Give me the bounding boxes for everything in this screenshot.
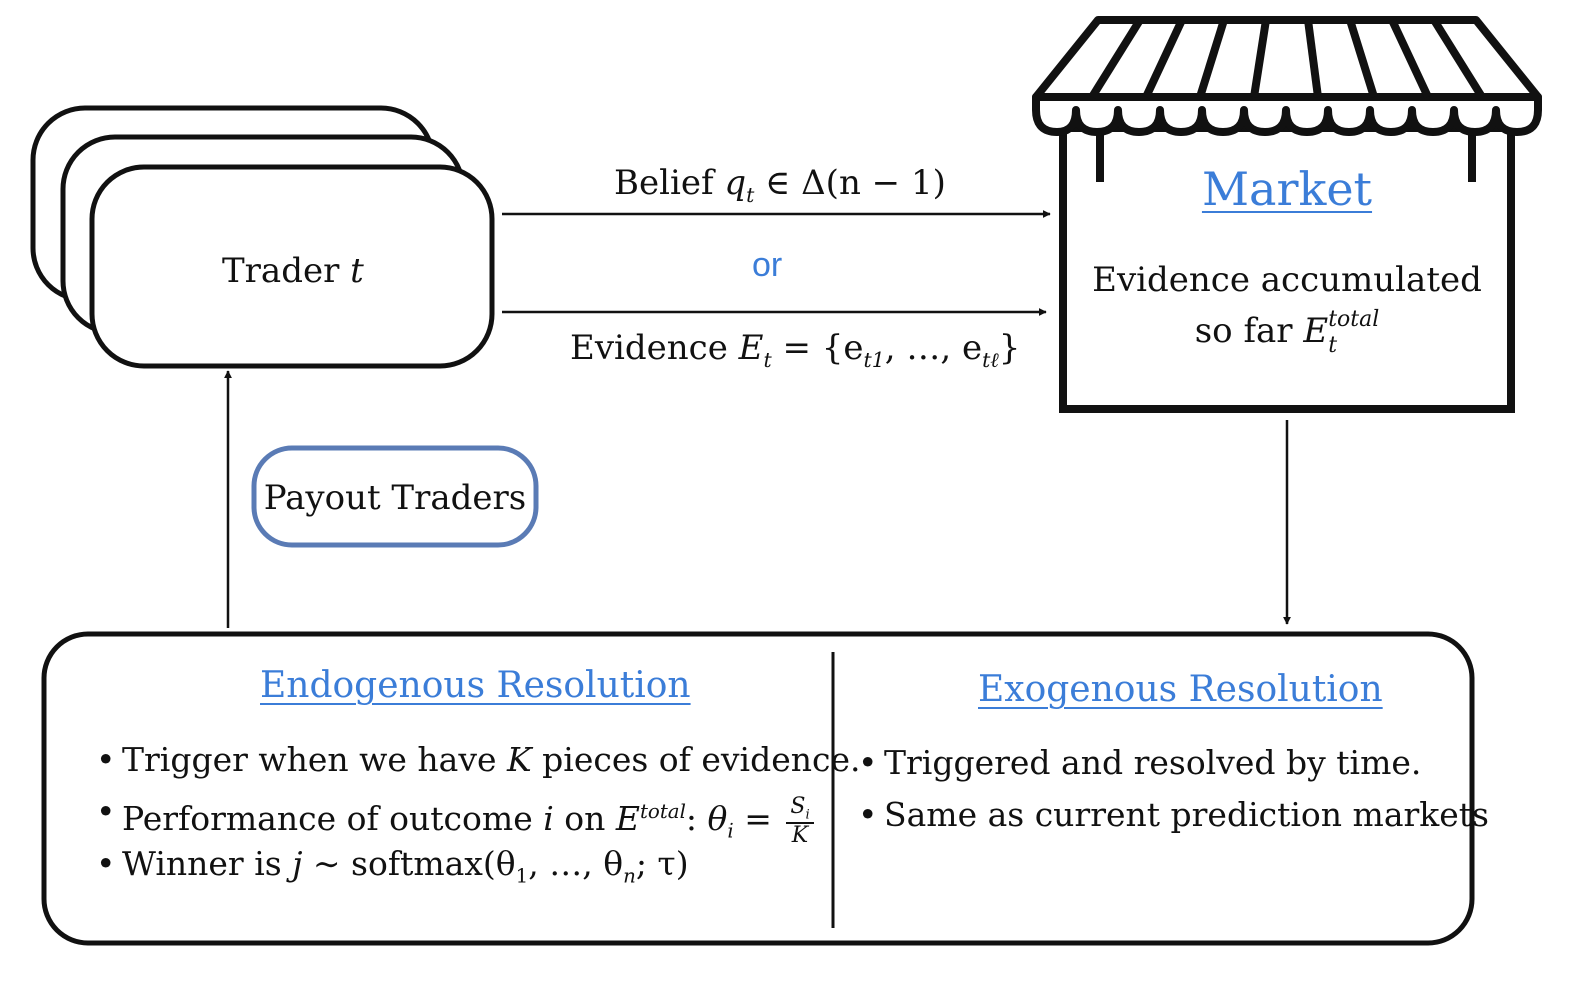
endo-b2-var: i: [543, 799, 554, 838]
endogenous-bullet-2: Performance of outcome i on Etotal: θi =…: [96, 786, 861, 847]
evidence-e2-sub: tℓ: [982, 347, 999, 372]
trader-card-stack: [30, 105, 495, 369]
market-storefront: [1032, 16, 1542, 413]
endogenous-bullets: Trigger when we have K pieces of evidenc…: [96, 734, 861, 890]
exogenous-bullet-1: Triggered and resolved by time.: [858, 737, 1489, 789]
evidence-prefix: Evidence: [570, 328, 739, 368]
endogenous-title: Endogenous Resolution: [260, 668, 691, 704]
exogenous-title: Exogenous Resolution: [978, 672, 1383, 708]
exogenous-bullet-2: Same as current prediction markets: [858, 789, 1489, 841]
trader-card-front: [89, 164, 495, 369]
endo-b3-suffix: ∼ softmax(θ: [302, 844, 516, 883]
endo-b2-eq: =: [733, 799, 783, 838]
trader-label-text: Trader: [222, 251, 340, 291]
endo-b1-var: K: [507, 740, 532, 779]
endo-b1-suffix: pieces of evidence.: [531, 740, 861, 779]
exogenous-bullets: Triggered and resolved by time. Same as …: [858, 737, 1489, 841]
evidence-sub: t: [763, 347, 772, 372]
belief-label: Belief qt ∈ Δ(n − 1): [614, 166, 946, 205]
endo-b3-var: j: [292, 844, 303, 883]
endo-b2-theta: θ: [707, 799, 728, 838]
market-line2-var: E: [1303, 311, 1329, 351]
endogenous-title-link[interactable]: Endogenous Resolution: [260, 665, 691, 706]
endogenous-bullet-1: Trigger when we have K pieces of evidenc…: [96, 734, 861, 786]
market-line2-sup: total: [1328, 307, 1380, 332]
evidence-suffix: = {e: [771, 328, 864, 368]
trader-label-var: t: [350, 251, 364, 291]
evidence-var: E: [738, 328, 764, 368]
evidence-mid: , …, e: [884, 328, 983, 368]
exogenous-title-link[interactable]: Exogenous Resolution: [978, 669, 1383, 710]
endo-b2-num-sub: i: [805, 807, 810, 823]
trader-label: Trader t: [222, 254, 364, 288]
payout-box: [251, 445, 539, 548]
endo-b3-end: ; τ): [635, 844, 689, 883]
endo-b3-subn: n: [623, 864, 636, 888]
belief-sub: t: [746, 182, 755, 207]
evidence-close: }: [998, 328, 1021, 368]
market-title-link[interactable]: Market: [1201, 162, 1373, 216]
endo-b2-theta-sub: i: [727, 819, 734, 843]
endo-b1-prefix: Trigger when we have: [122, 740, 508, 779]
market-line1: Evidence accumulated: [1092, 260, 1482, 300]
evidence-e1-sub: t1: [863, 347, 885, 372]
endo-b2-E: E: [615, 799, 640, 838]
evidence-label: Evidence Et = {et1, …, etℓ}: [570, 331, 1020, 370]
endo-b3-sub1: 1: [515, 864, 529, 888]
endogenous-bullet-3: Winner is j ∼ softmax(θ1, …, θn; τ): [96, 838, 861, 890]
market-body: [1059, 124, 1515, 413]
belief-var: q: [724, 163, 747, 203]
or-label: or: [752, 246, 783, 284]
belief-prefix: Belief: [614, 163, 725, 203]
awning-icon: [1032, 16, 1542, 136]
endo-b2-prefix: Performance of outcome: [122, 799, 544, 838]
market-line2-sub: t: [1328, 332, 1338, 358]
endo-b2-sup: total: [639, 800, 686, 823]
market-line2-prefix: so far: [1194, 311, 1304, 351]
endo-b3-mid: , …, θ: [528, 844, 624, 883]
endo-b3-prefix: Winner is: [122, 844, 293, 883]
endo-b2-mid: on: [553, 799, 616, 838]
endo-b2-colon: :: [685, 799, 708, 838]
market-title: Market: [1067, 166, 1507, 212]
belief-suffix: ∈ Δ(n − 1): [754, 163, 946, 203]
payout-label: Payout Traders: [263, 478, 527, 518]
endo-b2-num: S: [790, 793, 806, 819]
